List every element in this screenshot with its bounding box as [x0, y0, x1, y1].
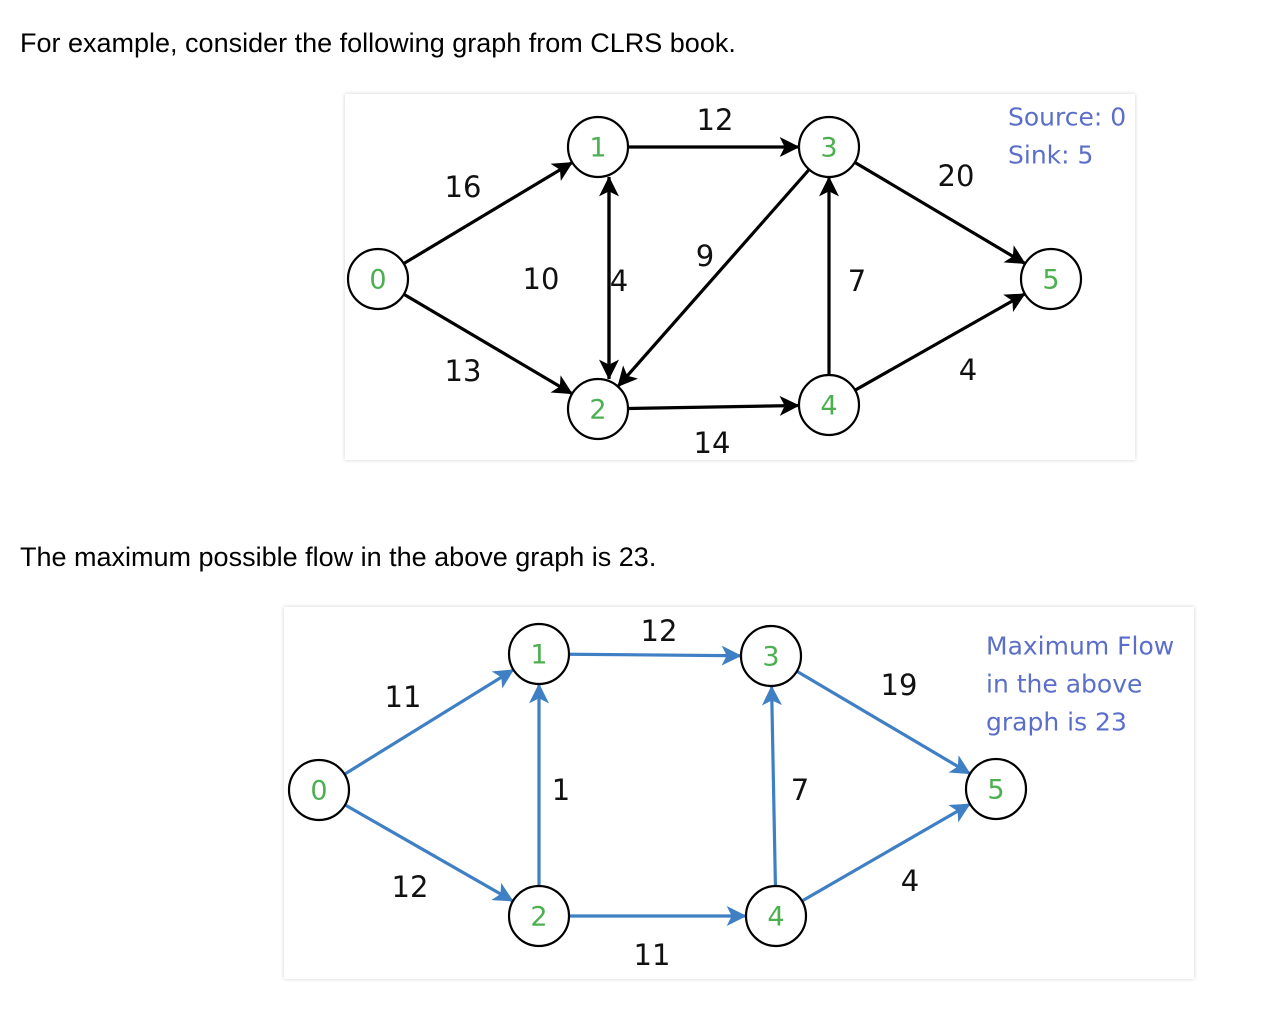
edge-label-1-3: 12: [697, 103, 734, 137]
edge-label-2-4: 11: [634, 938, 671, 972]
edge-4-3: [761, 685, 782, 887]
note-line-3: graph is 23: [986, 708, 1127, 737]
node-label-0: 0: [310, 776, 327, 807]
edge-label-2-4: 14: [694, 426, 731, 460]
edge-label-0-1: 16: [445, 170, 482, 204]
node-1: [507, 622, 571, 686]
edge-label-1-2: 10: [523, 262, 560, 296]
edge-label-3-5: 20: [938, 159, 975, 193]
edge-label-2-1: 4: [610, 264, 628, 298]
node-label-0: 0: [369, 265, 386, 296]
edge-label-0-2: 13: [445, 354, 482, 388]
intro-paragraph: For example, consider the following grap…: [20, 28, 736, 58]
edge-1-3: [568, 645, 742, 666]
node-label-2: 2: [589, 395, 606, 426]
edge-4-5: [854, 292, 1026, 392]
edge-3-2: [617, 168, 811, 387]
edge-label-4-5: 4: [959, 353, 977, 387]
note-line-1: Source: 0: [1008, 103, 1126, 132]
node-label-2: 2: [530, 902, 547, 933]
edge-4-5: [801, 803, 971, 903]
edge-3-5: [853, 160, 1026, 265]
node-2: [507, 884, 571, 948]
edge-label-1-3: 12: [641, 614, 678, 648]
node-5: [964, 757, 1028, 821]
node-5: [1019, 247, 1083, 311]
node-label-4: 4: [820, 391, 837, 422]
node-4: [797, 373, 861, 437]
edge-label-0-2: 12: [392, 870, 429, 904]
edge-label-2-1: 1: [552, 773, 570, 807]
edge-label-4-3: 7: [848, 264, 866, 298]
node-3: [739, 624, 803, 688]
edge-label-4-5: 4: [901, 864, 919, 898]
node-3: [797, 115, 861, 179]
edge-3-5: [796, 669, 971, 775]
node-label-5: 5: [987, 775, 1004, 806]
node-label-1: 1: [589, 133, 606, 164]
edge-0-1: [343, 668, 515, 776]
note-line-2: in the above: [986, 670, 1142, 699]
result-paragraph: The maximum possible flow in the above g…: [20, 542, 657, 572]
edge-2-4: [627, 395, 800, 416]
node-0: [346, 247, 410, 311]
node-1: [566, 115, 630, 179]
note-line-1: Maximum Flow: [986, 632, 1174, 661]
node-label-5: 5: [1042, 265, 1059, 296]
node-label-1: 1: [530, 640, 547, 671]
edge-label-3-5: 19: [881, 668, 918, 702]
node-label-3: 3: [762, 642, 779, 673]
edge-0-2: [344, 803, 514, 902]
edge-0-2: [403, 292, 573, 395]
note-line-2: Sink: 5: [1008, 141, 1093, 170]
node-4: [744, 884, 808, 948]
node-2: [566, 377, 630, 441]
edge-label-3-2: 9: [696, 239, 714, 273]
edge-0-1: [402, 161, 573, 265]
node-0: [287, 758, 351, 822]
edge-label-0-1: 11: [385, 680, 422, 714]
node-label-3: 3: [820, 133, 837, 164]
edge-label-4-3: 7: [791, 773, 809, 807]
node-label-4: 4: [767, 902, 784, 933]
